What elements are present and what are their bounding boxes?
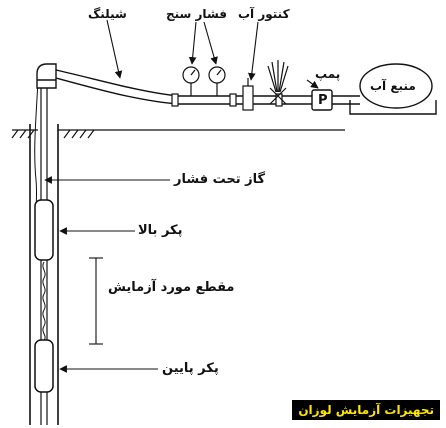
upper-packer	[34, 199, 54, 261]
surface-pipe	[178, 95, 360, 105]
elbow-fitting	[36, 63, 57, 89]
valve-icon	[267, 60, 289, 105]
label-casing: شیلنگ	[88, 7, 127, 21]
label-water-source: منبع آب	[370, 79, 416, 93]
label-upper-packer: پکر بالا	[138, 223, 183, 238]
borehole	[29, 124, 59, 425]
water-meter-icon	[242, 78, 254, 111]
brand-badge: تجهیزات آزمایش لوزان	[292, 400, 440, 420]
ground-surface	[11, 129, 345, 139]
lower-packer	[34, 339, 54, 393]
label-water-meter: کنتور آب	[238, 7, 290, 21]
label-pump: پمپ	[315, 67, 341, 81]
water-source-icon	[349, 63, 437, 115]
hose	[55, 69, 179, 105]
label-test-section: مقطع مورد آزمایش	[108, 280, 235, 295]
label-arrows	[44, 19, 319, 373]
pressure-gauge-icon	[182, 66, 226, 96]
label-pressure-gauge: فشار سنج	[166, 7, 228, 21]
pump-icon	[311, 89, 333, 111]
pump-symbol: P	[318, 93, 328, 108]
label-lower-packer: پکر پایین	[162, 361, 219, 376]
label-pressurized-gas: گاز تحت فشار	[174, 172, 266, 187]
test-section-perforated-pipe	[42, 261, 46, 341]
